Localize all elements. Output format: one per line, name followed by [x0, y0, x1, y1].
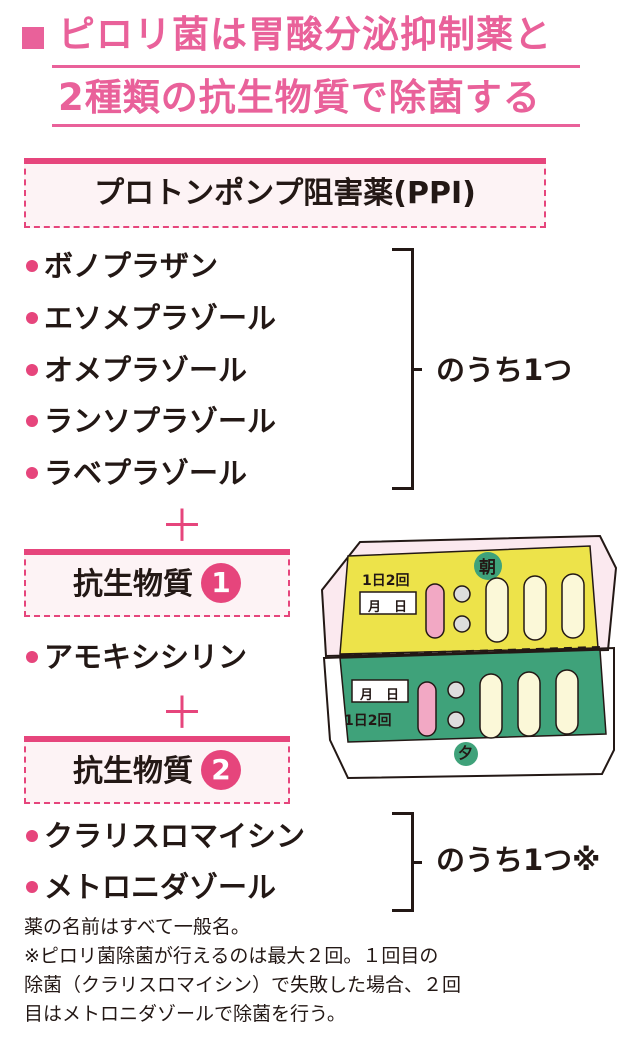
title-underline-2 — [52, 124, 580, 127]
note-line: 薬の名前はすべて一般名。 — [24, 916, 250, 938]
note-line: ※ピロリ菌除菌が行えるのは最大２回。１回目の — [24, 945, 439, 967]
pill-card-illustration: 朝 夕 1日2回 月 日 月 日 1日2回 — [318, 528, 618, 786]
evening-label: 夕 — [458, 744, 474, 762]
bullet-dot-icon — [26, 364, 38, 376]
drug-item: ボノプラザン — [26, 252, 218, 281]
dose-label-bottom: 1日2回 — [344, 713, 392, 729]
date-label-bottom: 月 日 — [360, 688, 400, 703]
note-line: 目はメトロニダゾールで除菌を行う。 — [24, 1003, 346, 1025]
bullet-dot-icon — [26, 881, 38, 893]
drug-item: オメプラゾール — [26, 356, 247, 385]
morning-label: 朝 — [479, 558, 496, 578]
plus-sign-2: ＋ — [160, 688, 204, 739]
title-line-1: ピロリ菌は胃酸分泌抑制薬と — [58, 13, 552, 56]
ppi-heading: プロトンポンプ阻害薬(PPI) — [94, 176, 476, 211]
plus-sign-1: ＋ — [160, 501, 204, 552]
title-bullet-square — [22, 27, 44, 49]
drug-item: エソメプラゾール — [26, 304, 276, 333]
note-line: 除菌（クラリスロマイシン）で失敗した場合、２回 — [24, 974, 462, 996]
dose-label-top: 1日2回 — [362, 573, 410, 589]
bullet-dot-icon — [26, 312, 38, 324]
ppi-heading-box: プロトンポンプ阻害薬(PPI) — [24, 158, 546, 228]
drug-item: メトロニダゾール — [26, 873, 276, 902]
bullet-dot-icon — [26, 830, 38, 842]
date-label-top: 月 日 — [368, 600, 408, 615]
antibiotic2-choice-label: のうち1つ※ — [436, 843, 601, 877]
drug-item: ラベプラゾール — [26, 459, 247, 488]
drug-item: アモキシシリン — [26, 643, 247, 672]
title-underline-1 — [52, 65, 580, 68]
bullet-dot-icon — [26, 415, 38, 427]
pill-card-icon — [320, 534, 618, 780]
drug-item: クラリスロマイシン — [26, 822, 305, 851]
drug-item: ランソプラゾール — [26, 407, 276, 436]
antibiotic2-bracket — [392, 812, 422, 912]
title-line-2: 2種類の抗生物質で除菌する — [58, 76, 541, 119]
bullet-dot-icon — [26, 467, 38, 479]
bullet-dot-icon — [26, 260, 38, 272]
number-circle: 1 — [201, 562, 241, 603]
ppi-choice-label: のうち1つ — [436, 353, 573, 387]
ppi-bracket — [392, 248, 422, 490]
number-circle: 2 — [201, 749, 241, 790]
bullet-dot-icon — [26, 651, 38, 663]
